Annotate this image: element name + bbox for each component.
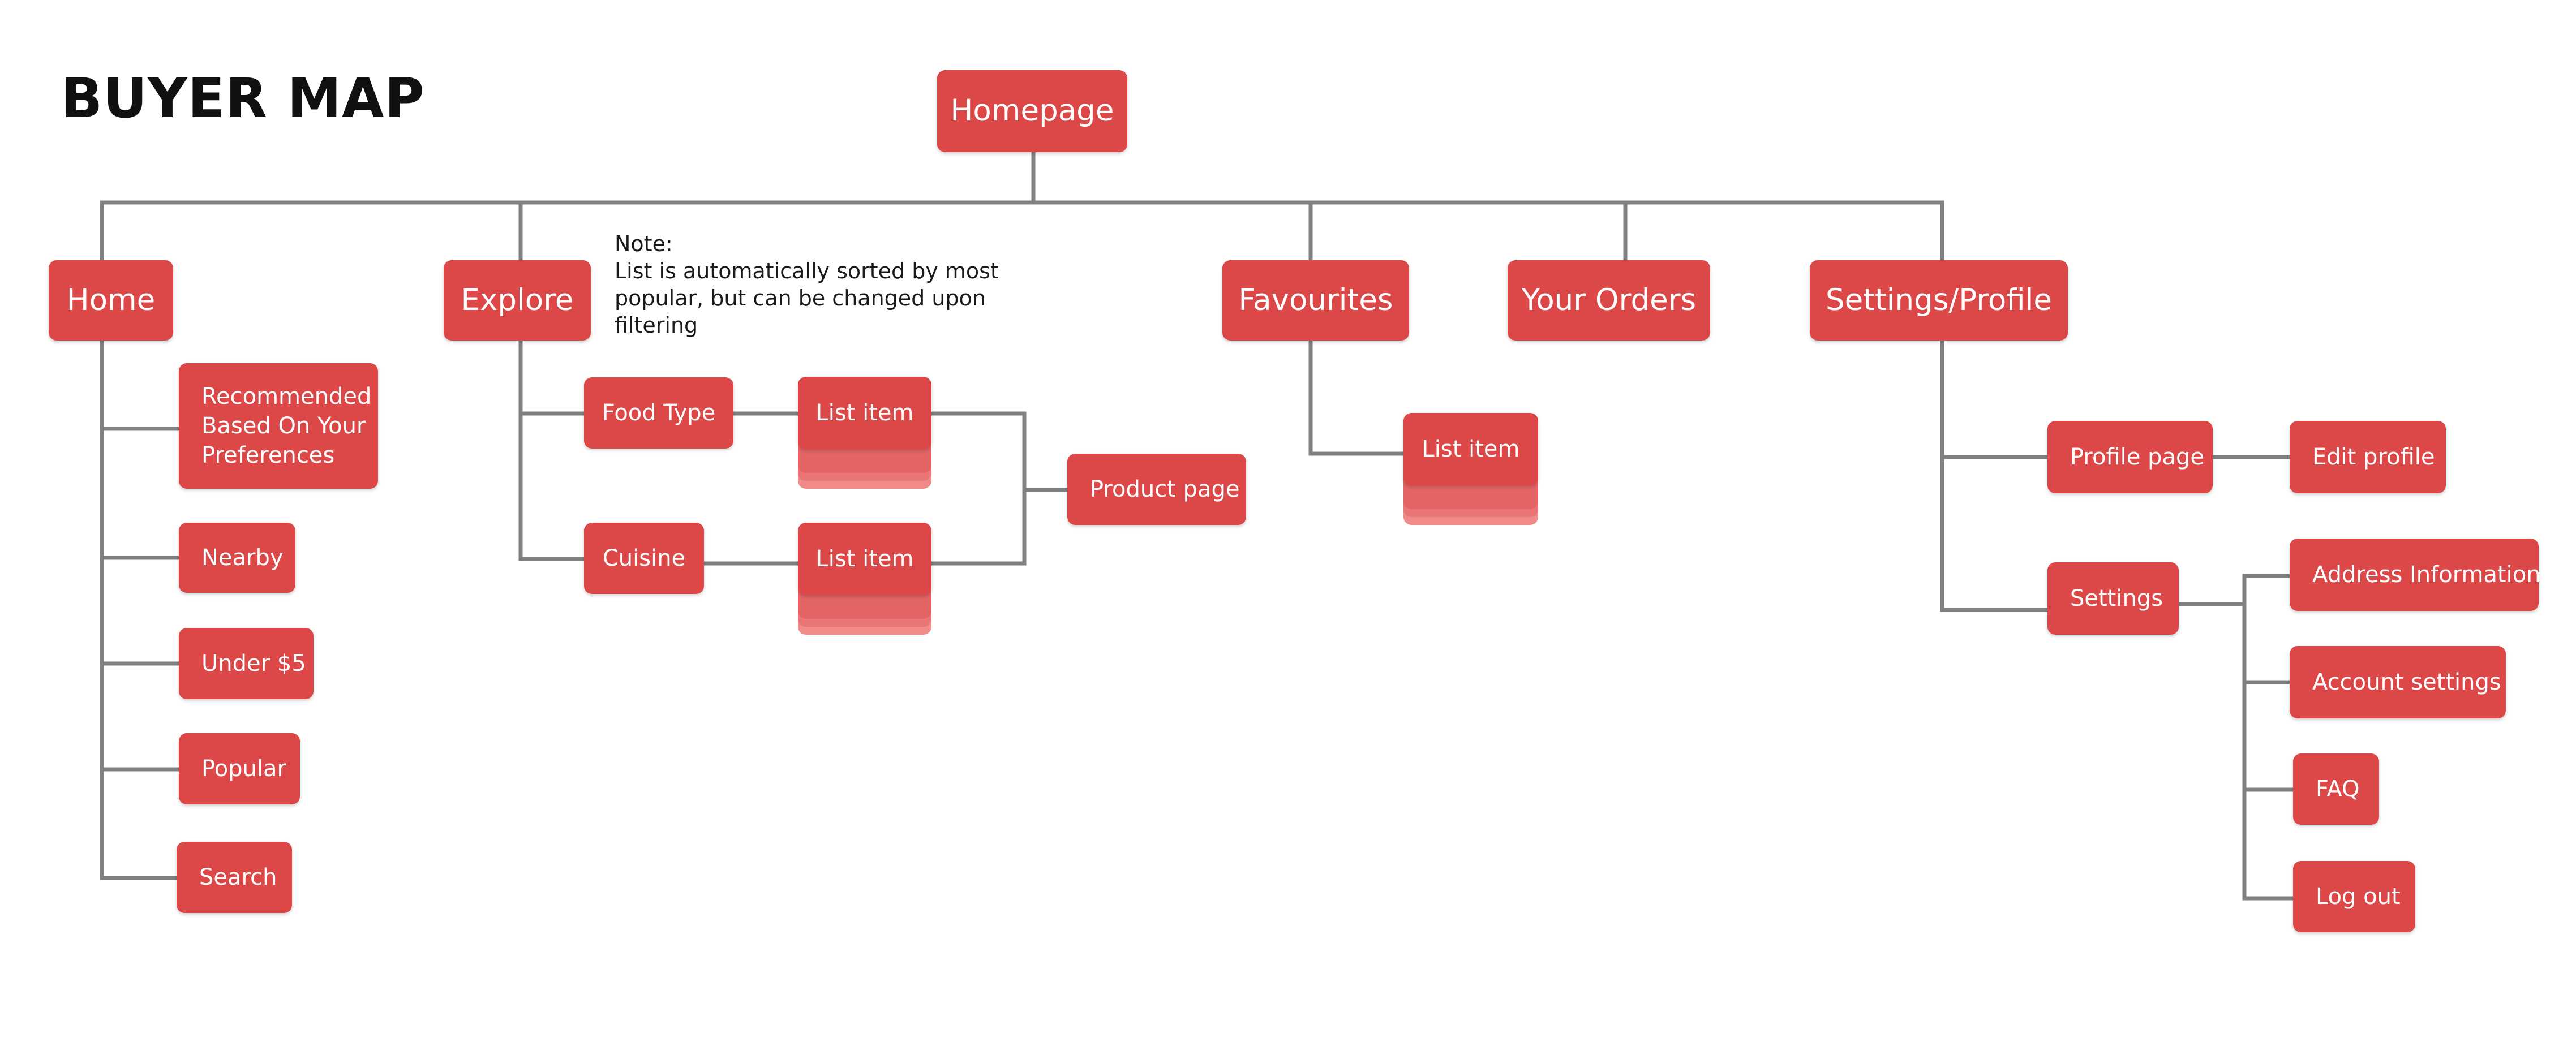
node-homepage[interactable]: Homepage: [937, 70, 1127, 152]
note-body: List is automatically sorted by most pop…: [615, 259, 999, 338]
note-heading: Note:: [615, 231, 673, 256]
node-under5[interactable]: Under $5: [179, 628, 314, 699]
node-list-item-food-type[interactable]: List item: [798, 377, 931, 449]
node-popular[interactable]: Popular: [179, 733, 300, 804]
node-faq[interactable]: FAQ: [2293, 753, 2379, 825]
node-recommended[interactable]: Recommended Based On Your Preferences: [179, 363, 378, 489]
node-explore[interactable]: Explore: [444, 260, 591, 341]
node-nearby[interactable]: Nearby: [179, 523, 295, 593]
node-edit-profile[interactable]: Edit profile: [2290, 421, 2446, 493]
node-home[interactable]: Home: [49, 260, 173, 341]
node-address-information[interactable]: Address Information: [2290, 539, 2541, 611]
node-search[interactable]: Search: [177, 842, 292, 913]
node-list-item-favourites[interactable]: List item: [1403, 413, 1538, 485]
node-your-orders[interactable]: Your Orders: [1508, 260, 1710, 341]
node-profile-page[interactable]: Profile page: [2047, 421, 2213, 493]
node-favourites[interactable]: Favourites: [1222, 260, 1409, 341]
note-text: Note: List is automatically sorted by mo…: [615, 230, 1011, 339]
node-product-page[interactable]: Product page: [1067, 454, 1246, 525]
node-settings[interactable]: Settings: [2047, 562, 2179, 635]
node-list-item-cuisine[interactable]: List item: [798, 523, 931, 595]
page-title: BUYER MAP: [61, 67, 425, 130]
node-log-out[interactable]: Log out: [2293, 861, 2415, 932]
node-account-settings[interactable]: Account settings: [2290, 646, 2506, 718]
node-food-type[interactable]: Food Type: [584, 377, 733, 449]
node-cuisine[interactable]: Cuisine: [584, 523, 704, 594]
node-settings-profile[interactable]: Settings/Profile: [1810, 260, 2068, 341]
